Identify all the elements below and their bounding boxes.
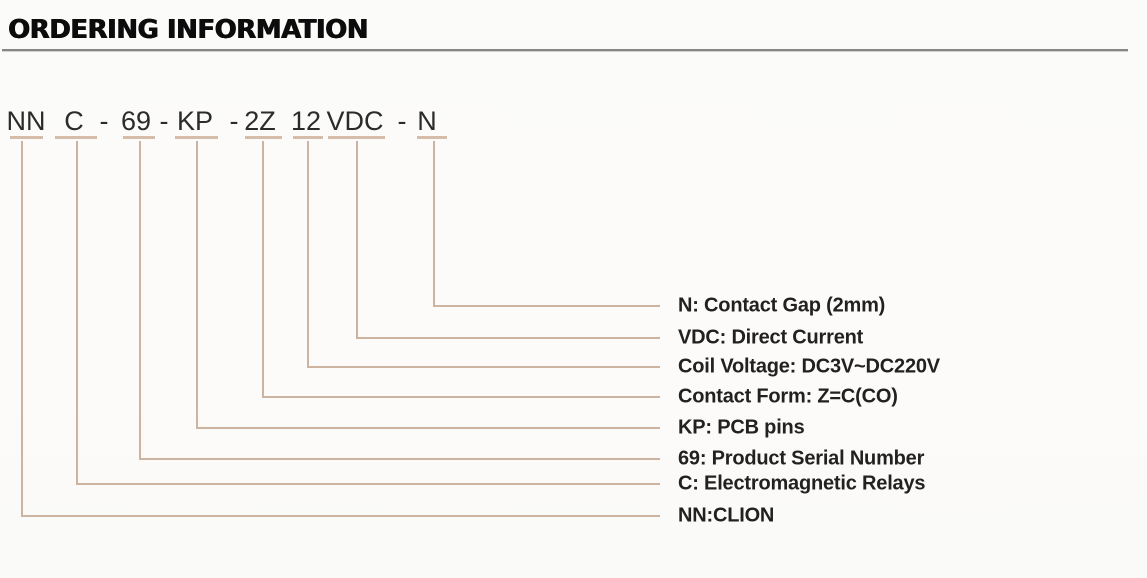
code-separator: - xyxy=(99,106,109,136)
connector-line-vertical xyxy=(307,141,309,368)
code-separator: - xyxy=(159,106,169,136)
part-label: Contact Form: Z=C(CO) xyxy=(678,385,898,408)
part-number-segment: N xyxy=(417,106,437,136)
part-label: 69: Product Serial Number xyxy=(678,447,925,470)
connector-line-horizontal xyxy=(196,427,660,429)
connector-line-horizontal xyxy=(356,337,660,339)
connector-line-horizontal xyxy=(433,305,660,307)
connector-line-vertical xyxy=(139,141,141,460)
part-label: NN:CLION xyxy=(678,504,775,527)
part-number-segment: 2Z xyxy=(244,106,276,136)
connector-line-horizontal xyxy=(262,396,660,398)
part-number-segment: KP xyxy=(176,106,214,136)
segment-underline-bar xyxy=(328,136,385,139)
part-number-segment: C xyxy=(64,106,84,136)
part-label: Coil Voltage: DC3V~DC220V xyxy=(678,355,940,378)
connector-line-vertical xyxy=(21,141,23,517)
connector-line-horizontal xyxy=(21,515,660,517)
connector-line-horizontal xyxy=(76,483,660,485)
part-label: N: Contact Gap (2mm) xyxy=(678,294,886,317)
code-separator: - xyxy=(229,106,239,136)
part-label: KP: PCB pins xyxy=(678,416,805,439)
segment-underline-bar xyxy=(175,136,218,139)
code-separator: - xyxy=(397,106,407,136)
connector-line-horizontal xyxy=(139,458,660,460)
segment-underline-bar xyxy=(293,136,323,139)
connector-line-horizontal xyxy=(307,366,660,368)
page-title: ORDERING INFORMATION xyxy=(8,15,368,45)
connector-line-vertical xyxy=(76,141,78,485)
connector-line-vertical xyxy=(356,141,358,339)
segment-underline-bar xyxy=(10,136,43,139)
part-number-segment: NN xyxy=(6,106,46,136)
title-underline-rule xyxy=(2,49,1128,51)
part-label: C: Electromagnetic Relays xyxy=(678,472,926,495)
part-number-segment: 12 xyxy=(290,106,322,136)
connector-line-vertical xyxy=(433,141,435,307)
part-number-segment: 69 xyxy=(120,106,152,136)
part-label: VDC: Direct Current xyxy=(678,326,864,349)
connector-line-vertical xyxy=(196,141,198,429)
segment-underline-bar xyxy=(417,136,447,139)
segment-underline-bar xyxy=(55,136,97,139)
segment-underline-bar xyxy=(123,136,155,139)
part-number-segment: VDC xyxy=(326,106,384,136)
segment-underline-bar xyxy=(245,136,282,139)
connector-line-vertical xyxy=(262,141,264,398)
